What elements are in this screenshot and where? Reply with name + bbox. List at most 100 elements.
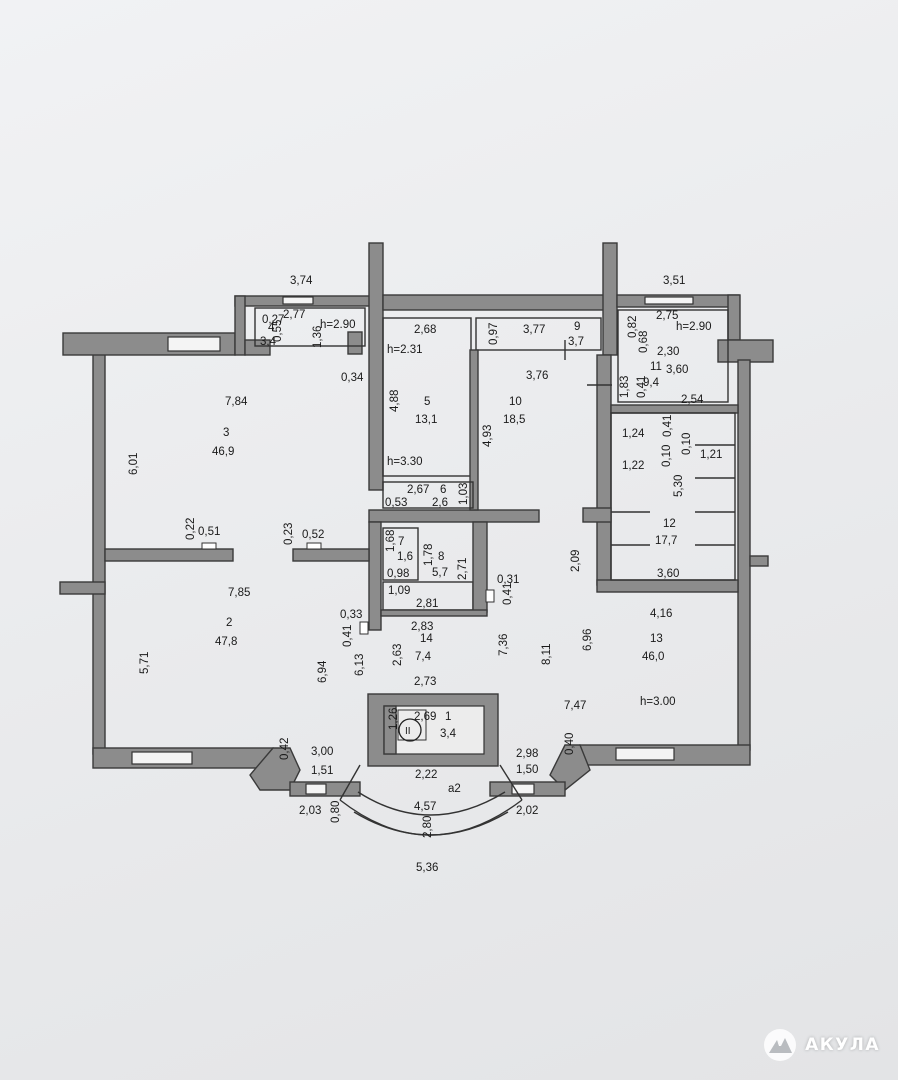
wall-room8-bottom	[380, 609, 488, 617]
dim-label: 0,41	[636, 376, 648, 398]
dim-label: 4,57	[414, 801, 436, 813]
wall-mid-horizontal	[368, 509, 540, 523]
room-1-area: 3,4	[440, 728, 457, 740]
wall-central-pillar	[368, 242, 384, 491]
room-11-number: 11	[650, 361, 662, 373]
wall-room10-left	[469, 349, 479, 511]
dim-label: 2,68	[414, 324, 436, 336]
dim-label: 3,00	[311, 746, 333, 758]
wall-room12-stub	[582, 507, 612, 523]
room-5-number: 5	[424, 396, 430, 408]
wall-top-middle	[382, 294, 609, 311]
dim-label: 7,47	[564, 700, 586, 712]
dim-label: 1,22	[622, 460, 644, 472]
dim-label: 1,21	[700, 449, 722, 461]
dim-label: 2,83	[411, 621, 433, 633]
dim-label: 6,01	[128, 453, 140, 475]
room-14-area: 7,4	[415, 651, 432, 663]
wall-room12-bottom	[596, 579, 739, 593]
dim-label: 8,11	[541, 643, 553, 665]
height-label: h=2.31	[387, 344, 423, 356]
room-10-area: 18,5	[503, 414, 525, 426]
dim-label: 2,30	[657, 346, 679, 358]
dim-label: 7,36	[498, 634, 510, 656]
room-1-number: 1	[445, 711, 451, 723]
dim-label: 0,10	[681, 433, 693, 455]
dim-label: 0,31	[497, 574, 519, 586]
dim-label: 3,77	[523, 324, 545, 336]
dim-label: 2,73	[414, 676, 436, 688]
dim-label: 0,51	[198, 526, 220, 538]
dim-label: 4,16	[650, 608, 672, 620]
dim-label: 2,67	[407, 484, 429, 496]
dim-label: 0,40	[564, 733, 576, 755]
dim-label: 0,82	[627, 316, 639, 338]
room-8-area: 5,7	[432, 567, 448, 579]
wall-partition-right	[292, 548, 370, 562]
wall-right-stub	[749, 555, 769, 567]
room-3-number: 3	[223, 427, 229, 439]
stair-symbol: II	[405, 726, 411, 737]
dim-label: 0,53	[385, 497, 407, 509]
room11-inner	[617, 309, 729, 403]
dim-label: 3,74	[290, 275, 313, 287]
wall-room11-bottom	[610, 404, 739, 414]
wall-room7-block	[368, 521, 382, 631]
dim-label: 2,80	[422, 816, 434, 838]
room-6-area: 2,6	[432, 497, 448, 509]
dim-label: 0,23	[283, 523, 295, 545]
room6-outline	[382, 481, 474, 509]
dim-label: 0,33	[340, 609, 362, 621]
dim-label: 0,41	[502, 583, 514, 605]
dim-label: 3,60	[666, 364, 688, 376]
room9-outline	[475, 317, 602, 351]
dim-label: 2,98	[516, 748, 538, 760]
wall-right-pillar	[602, 242, 618, 356]
dim-label: 0,98	[387, 568, 409, 580]
room-8-number: 8	[438, 551, 444, 563]
room-14-number: 14	[420, 633, 433, 645]
wall-right-ledge	[717, 339, 774, 363]
window-top-left	[167, 336, 221, 352]
dim-label: 3,76	[526, 370, 548, 382]
height-label: h=3.00	[640, 696, 676, 708]
dim-label: 0,22	[185, 518, 197, 540]
walls	[59, 242, 774, 836]
dim-label: 2,54	[681, 394, 704, 406]
room-7-number: 7	[398, 536, 404, 548]
dim-label: 2,75	[656, 310, 678, 322]
label-a2: а2	[448, 783, 461, 795]
wall-left-outer	[92, 351, 106, 755]
window-bay-left	[305, 783, 327, 795]
height-label: h=2.90	[676, 321, 712, 333]
dim-label: 0,10	[661, 445, 673, 467]
dim-label: 0,34	[341, 372, 364, 384]
dim-label: 5,30	[673, 475, 685, 497]
window-bottom-right	[615, 747, 675, 761]
wall-bay-right	[549, 744, 591, 791]
dim-label: 0,41	[342, 625, 354, 647]
wall-partition-left	[104, 548, 234, 562]
dim-label: 0,97	[488, 323, 500, 345]
room-13-area: 46,0	[642, 651, 664, 663]
room-4-number: 4	[268, 322, 275, 334]
wall-room4-bottom	[244, 339, 271, 356]
room-9-area: 3,7	[568, 336, 584, 348]
room-6-number: 6	[440, 484, 446, 496]
dim-label: 0,52	[302, 529, 324, 541]
dim-label: 0,68	[638, 331, 650, 353]
room-5-area: 13,1	[415, 414, 437, 426]
dim-label: 2,09	[570, 550, 582, 572]
room-7-area: 1,6	[397, 551, 413, 563]
dim-label: 4,88	[389, 390, 401, 412]
dim-label: 3,60	[657, 568, 679, 580]
room-2-number: 2	[226, 617, 232, 629]
wall-right-outer	[737, 359, 751, 751]
room4-outline	[254, 307, 366, 347]
room12-inner	[610, 412, 736, 581]
dim-label: 5,36	[416, 862, 438, 874]
watermark: АКУЛА	[763, 1028, 880, 1062]
dim-label: 5,71	[139, 652, 151, 674]
dim-label: 7,84	[225, 396, 248, 408]
